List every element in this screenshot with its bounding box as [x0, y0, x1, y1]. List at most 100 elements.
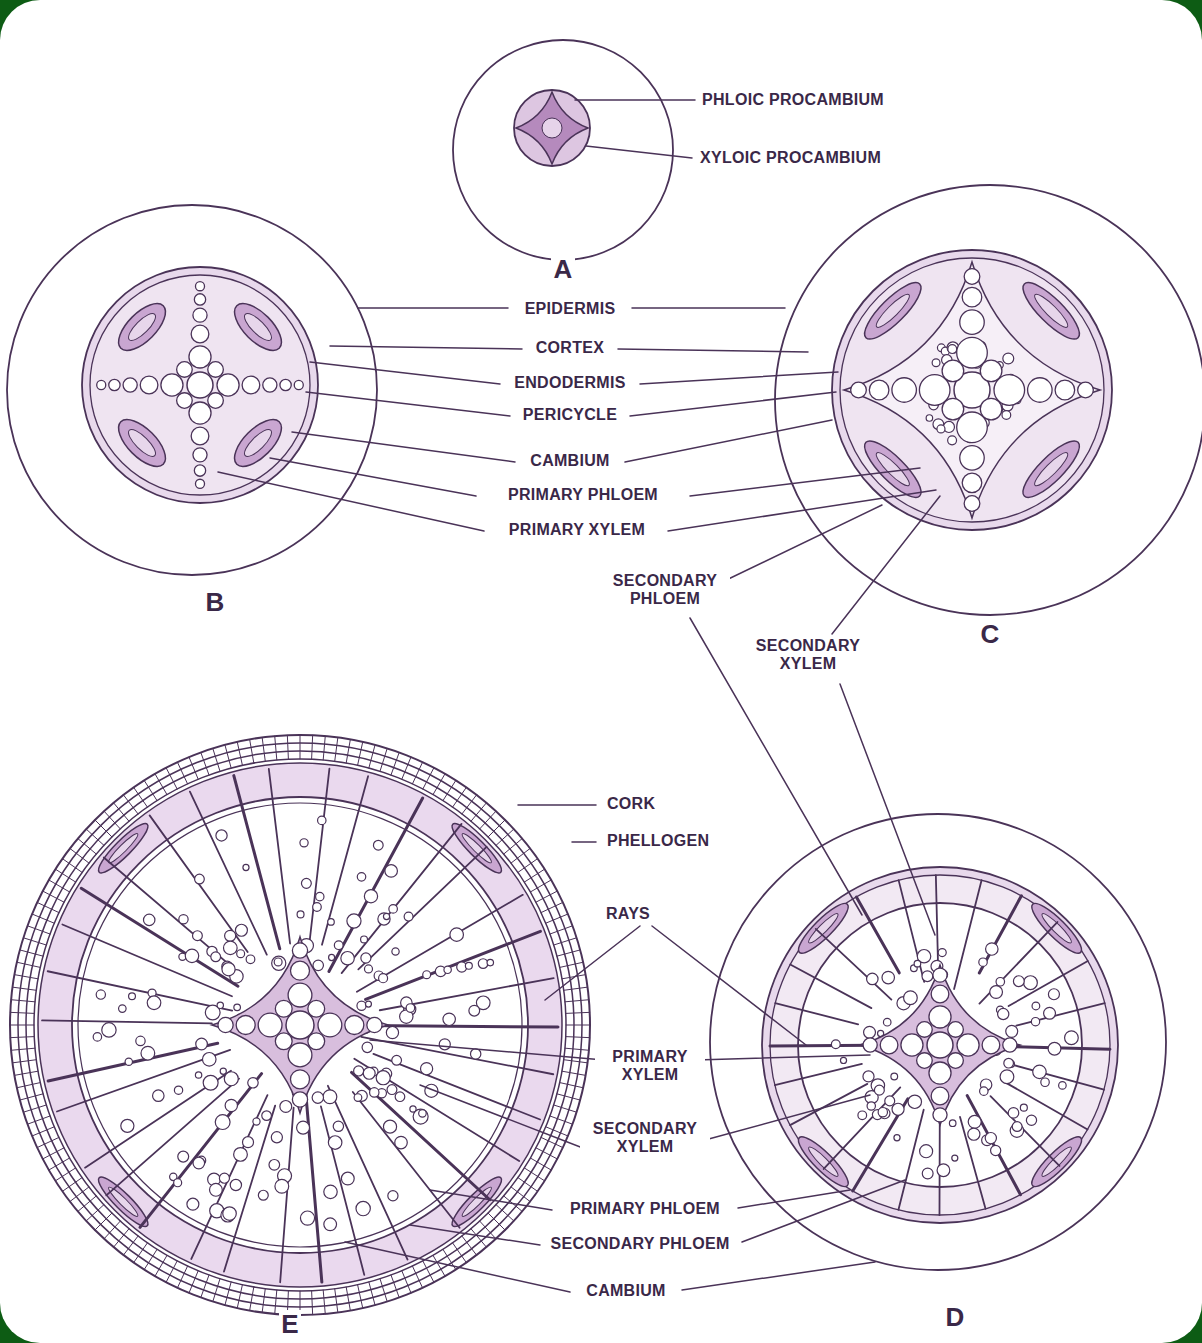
xylem-vessel — [177, 393, 193, 409]
xylem-vessel — [217, 1002, 223, 1008]
cork-cell-wall — [123, 795, 138, 814]
part-label: PRIMARY XYLEM — [595, 1048, 705, 1085]
xylem-vessel — [386, 1026, 398, 1038]
xylem-vessel — [931, 1087, 949, 1105]
cork-cell-wall — [335, 1289, 338, 1313]
xylem-vessel — [932, 359, 940, 367]
part-label-text: PHELLOGEN — [605, 832, 711, 850]
phloem-inner — [460, 831, 494, 865]
root-outline — [453, 40, 673, 260]
medullary-ray — [190, 792, 267, 955]
leader-line — [630, 392, 836, 416]
xylem-vessel — [867, 973, 878, 984]
cork-cell-wall — [275, 736, 277, 760]
part-label: CORTEX — [470, 339, 670, 357]
endodermis-ring — [832, 250, 1112, 530]
xylem-vessel — [379, 974, 388, 983]
cork-cell-wall — [496, 1205, 514, 1221]
xylem-vessel — [851, 382, 867, 398]
xylem-vessel — [243, 864, 249, 870]
xylem-vessel — [1024, 976, 1038, 990]
cork-cell-wall — [453, 1243, 467, 1263]
xylem-vessel — [908, 1095, 921, 1108]
leader-line — [832, 496, 940, 634]
xylem-vessel — [202, 1052, 216, 1066]
phloem-patch — [1016, 434, 1087, 505]
xylem-vessel — [308, 1000, 325, 1017]
cork-cell-wall — [380, 748, 387, 771]
phloem-inner — [1031, 291, 1071, 331]
part-label-text: CAMBIUM — [584, 1282, 667, 1300]
xylem-vessel — [942, 360, 964, 382]
cork-cell-wall — [369, 745, 375, 768]
xylem-vessel — [949, 1120, 956, 1127]
part-label: PRIMARY XYLEM — [462, 521, 692, 539]
xylem-vessel — [883, 1018, 891, 1026]
xylem-vessel — [297, 911, 304, 918]
cork-cell-wall — [566, 1037, 590, 1038]
xylem-vessel — [312, 1092, 323, 1103]
leader-line — [310, 362, 500, 384]
xylem-vessel — [917, 1053, 933, 1069]
leader-line — [652, 926, 806, 1045]
cork-cell-wall — [14, 975, 38, 979]
medullary-ray — [191, 1095, 267, 1259]
part-label-text: PRIMARY XYLEM — [507, 521, 647, 539]
xylem-vessel — [189, 346, 211, 368]
part-label-text: XYLOIC PROCAMBIUM — [698, 149, 883, 167]
cork-cell-wall — [536, 1148, 557, 1159]
xylem-vessel — [123, 378, 137, 392]
medullary-ray — [48, 971, 233, 1010]
xylem-vessel — [960, 446, 984, 470]
xylem-vessel — [328, 1136, 342, 1150]
xylem-vessel — [957, 1034, 979, 1056]
procambium-centre — [542, 118, 562, 138]
xylem-vessel — [262, 1111, 272, 1121]
xylem-vessel — [891, 1073, 898, 1080]
xylem-vessel — [1028, 378, 1052, 402]
xylem-vessel — [97, 380, 106, 389]
xylem-vessel — [258, 1190, 268, 1200]
cork-cell-wall — [14, 1071, 38, 1075]
xylem-vessel — [840, 1057, 846, 1063]
xylem-vessel — [938, 949, 946, 957]
medullary-ray — [960, 1117, 986, 1209]
part-label-text: PRIMARY PHLOEM — [506, 486, 660, 504]
part-label-text: SECONDARY PHLOEM — [600, 572, 730, 609]
xylem-vessel — [1020, 1104, 1027, 1111]
xylem-vessel — [219, 1173, 229, 1183]
cork-cell-wall — [453, 787, 467, 807]
xylem-vessel — [292, 1092, 307, 1107]
cork-cell-wall — [237, 1285, 242, 1308]
xylem-vessel — [1033, 1065, 1046, 1078]
cork-cell-wall — [346, 739, 350, 763]
xylem-vessel — [121, 1119, 134, 1132]
leader-line — [430, 1190, 552, 1210]
cork-cell-wall — [323, 1290, 325, 1314]
phloem-patch — [857, 434, 928, 505]
leader-line — [640, 372, 838, 384]
leader-line — [345, 1242, 570, 1292]
xylem-vessel — [258, 1013, 282, 1037]
xylem-vessel — [1003, 1038, 1017, 1052]
cork-cell-wall — [32, 1127, 54, 1136]
cork-cell-wall — [488, 1213, 505, 1230]
xylem-vessel — [1006, 1025, 1018, 1037]
xylem-vessel — [917, 1022, 933, 1038]
leader-line — [668, 490, 936, 531]
leader-line — [690, 468, 920, 496]
phloem-inner — [241, 426, 275, 460]
medullary-ray — [357, 895, 523, 992]
cork-cell-wall — [566, 1012, 590, 1013]
xylem-vessel — [450, 928, 464, 942]
medullary-ray — [269, 769, 290, 944]
xylem-vessel — [253, 1118, 260, 1125]
cork-cell-wall — [524, 1168, 544, 1181]
xylem-vessel — [220, 1068, 226, 1074]
phloem-inner — [125, 310, 159, 344]
cork-cell-wall — [114, 803, 129, 821]
xylem-vessel — [373, 840, 383, 850]
phloem-inner — [241, 310, 275, 344]
medullary-ray — [85, 1071, 231, 1168]
xylem-vessel — [187, 372, 213, 398]
